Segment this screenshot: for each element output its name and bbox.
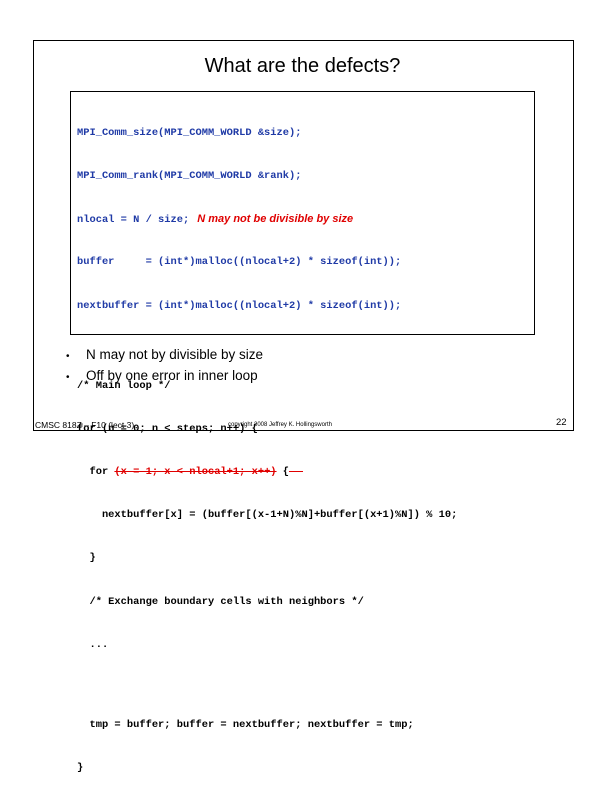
code-line: nextbuffer = (int*)malloc((nlocal+2) * s…: [77, 299, 402, 312]
code-block: MPI_Comm_size(MPI_COMM_WORLD &size); MPI…: [70, 91, 535, 774]
code-line: buffer = (int*)malloc((nlocal+2) * sizeo…: [77, 256, 402, 269]
code-line-with-annotation: nlocal = N / size; N may not be divisible…: [77, 212, 457, 226]
code-text: MPI_Comm_size(MPI_COMM_WORLD &size); MPI…: [77, 97, 457, 804]
slide-title: What are the defects?: [204, 55, 401, 77]
code-line: nextbuffer[x] = (buffer[(x-1+N)%N]+buffe…: [77, 509, 458, 522]
bullet-list: • N may not by divisible by size • Off by …: [66, 344, 263, 386]
code-line: nlocal = N / size;: [77, 214, 190, 227]
code-line: ...: [77, 638, 109, 651]
code-line-with-defect: for (x = 1; x < nlocal+1; x++) {: [77, 465, 457, 479]
bullet-text: Off by one error in inner loop: [86, 368, 258, 383]
bullet-item: • N may not by divisible by size: [66, 344, 263, 365]
bullet-dot-icon: •: [66, 351, 70, 362]
bullet-item: • Off by one error in inner loop: [66, 365, 263, 386]
bullet-text: N may not by divisible by size: [86, 347, 264, 362]
code-line: MPI_Comm_size(MPI_COMM_WORLD &size);: [77, 126, 302, 139]
page-number: 22: [556, 417, 567, 428]
code-line: }: [77, 552, 96, 565]
code-line: tmp = buffer; buffer = nextbuffer; nextb…: [77, 718, 414, 731]
bullet-dot-icon: •: [66, 372, 70, 383]
code-line: }: [77, 762, 84, 775]
defect-annotation: N may not be divisible by size: [197, 213, 354, 226]
defect-marker: [289, 470, 304, 472]
code-line: /* Exchange boundary cells with neighbor…: [77, 595, 364, 608]
blank-line: [77, 681, 457, 689]
slide-frame: [33, 40, 574, 431]
code-line: for (n = 0; n < steps; n++) {: [77, 422, 258, 435]
code-line: /* Main loop */: [77, 379, 171, 392]
footer-copyright: copyright 2008 Jeffrey K. Hollingsworth: [228, 422, 332, 428]
code-line: MPI_Comm_rank(MPI_COMM_WORLD &rank);: [77, 170, 302, 183]
footer-course: CMSC 818Z – F10 (lect 3): [35, 420, 135, 430]
